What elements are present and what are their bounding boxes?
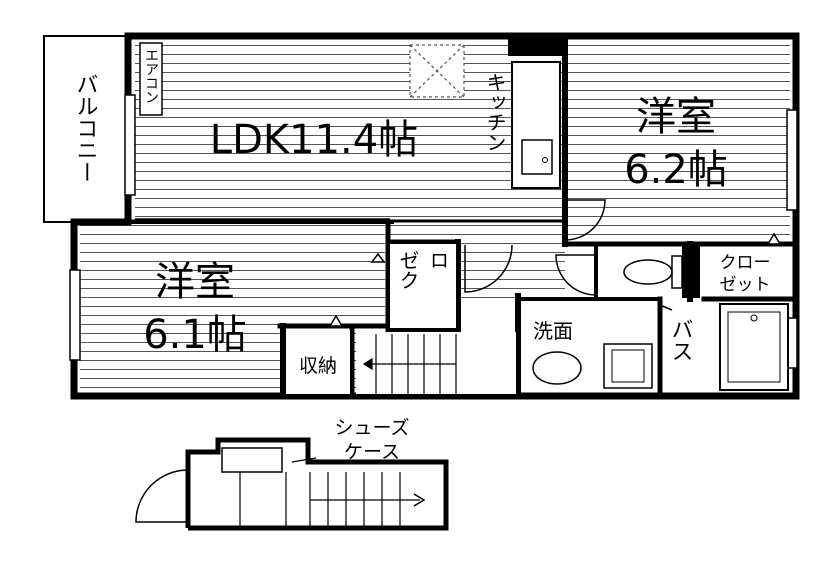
storage-box — [286, 330, 350, 394]
balcony — [43, 35, 127, 223]
washroom-label: 洗面 — [533, 319, 573, 343]
entrance-floor — [135, 437, 449, 531]
closet-mid-line1: ゼク — [396, 250, 420, 290]
bathtub-inner — [727, 311, 781, 383]
sink-drain — [542, 157, 548, 163]
stairs-upper — [356, 332, 516, 394]
kitchen-label: キッチン — [483, 72, 507, 152]
ldk-label: LDK11.4帖 — [210, 117, 418, 163]
windows — [69, 94, 798, 369]
toilet — [623, 255, 683, 289]
shoe-case-line2: ケース — [344, 441, 400, 463]
western-a-name: 洋室 — [636, 94, 716, 140]
ldk-floor — [135, 41, 562, 221]
closet-mid-line2: ロ — [426, 250, 450, 270]
western-b-name: 洋室 — [155, 259, 235, 305]
washing-machine-inner — [611, 349, 645, 383]
closet-mid — [390, 244, 456, 328]
aircon-unit — [139, 42, 163, 116]
western-a-floor — [568, 41, 790, 241]
bath-drain — [750, 314, 758, 322]
bathtub — [719, 303, 789, 391]
shoe-case-line1: シューズ — [334, 417, 409, 439]
bath-label: バス — [668, 318, 693, 362]
wall-column — [508, 36, 568, 56]
washing-machine — [603, 343, 653, 389]
closet-right-line2: ゼット — [720, 275, 771, 295]
western-a-size: 6.2帖 — [624, 147, 728, 193]
aircon-label: エアコン — [143, 48, 159, 104]
storage-label: 収納 — [299, 355, 337, 377]
wall-column — [682, 244, 700, 298]
wash-basin — [532, 351, 582, 385]
balcony-label: バルコニー — [73, 73, 98, 183]
western-b-size: 6.1帖 — [143, 312, 247, 358]
ceiling-hatch — [409, 44, 465, 98]
closet-right-line1: クロー — [720, 253, 771, 273]
kitchen-sink — [521, 139, 553, 175]
doors — [328, 199, 782, 327]
